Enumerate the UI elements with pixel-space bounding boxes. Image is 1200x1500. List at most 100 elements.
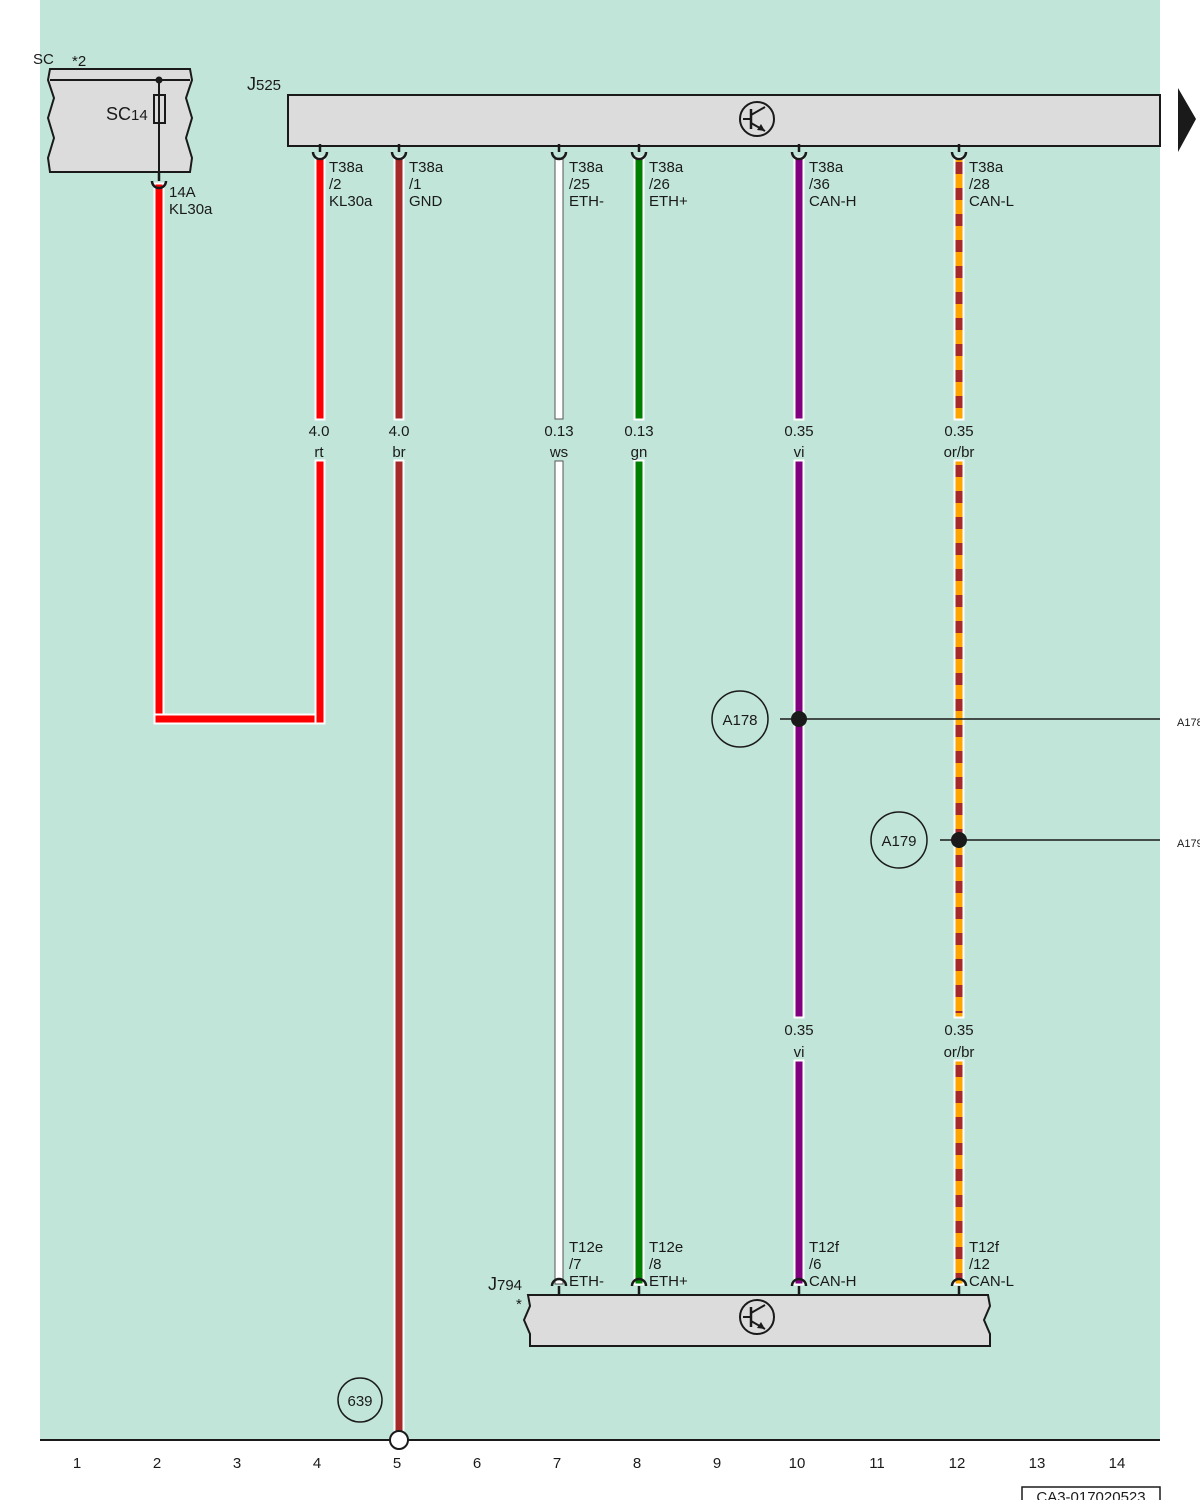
j794-label: J794 [488,1274,522,1294]
svg-text:T12e: T12e [569,1239,603,1256]
svg-text:4.0: 4.0 [309,423,330,440]
svg-text:0.13: 0.13 [544,423,573,440]
svg-text:/26: /26 [649,176,670,193]
svg-text:T38a: T38a [409,159,444,176]
j525-pin-4[interactable]: T38a /26 ETH+ [649,159,688,210]
document-id: CA3-017020523 [1036,1489,1145,1500]
wire-label-rt: 4.0 rt [309,423,330,461]
document-id-box: CA3-017020523 [1021,1486,1161,1500]
svg-text:4.0: 4.0 [389,423,410,440]
svg-text:ws: ws [549,444,568,461]
j525-pin-cup-2 [390,144,408,161]
j794-pin-3[interactable]: T12f /6 CAN-H [809,1239,857,1290]
j525-pin-cup-6 [950,144,968,161]
transistor-icon [739,1299,775,1335]
wire-label-orbr-lower: 0.35 or/br [944,1022,975,1061]
ground-point-639[interactable]: 639 [337,1377,383,1423]
svg-text:/7: /7 [569,1256,582,1273]
svg-text:T12f: T12f [969,1239,1000,1256]
svg-text:ETH-: ETH- [569,1273,604,1290]
j794-pin-cup-2 [630,1277,648,1294]
junction-a179-edge-label: A179 [1177,838,1200,850]
wire-label-br: 4.0br [389,423,410,461]
j525-pin-1[interactable]: T38a /2 KL30a [329,159,373,210]
fuse-box-name: SC [33,51,54,68]
grid-number: 4 [313,1455,321,1472]
svg-text:GND: GND [409,193,443,210]
svg-text:0.35: 0.35 [784,423,813,440]
grid-number: 8 [633,1455,641,1472]
fuse-box-sc[interactable]: SC *2 SC14 14A KL30a [33,51,213,218]
svg-text:or/br: or/br [944,1044,975,1061]
grid-number: 7 [553,1455,561,1472]
svg-text:T38a: T38a [969,159,1004,176]
svg-text:T38a: T38a [809,159,844,176]
j525-label: J525 [247,74,281,94]
junction-a179-label: A179 [881,833,916,850]
fuse-pin-name: KL30a [169,201,213,218]
fuse-pin-cup [150,173,168,190]
j525-pin-6[interactable]: T38a /28 CAN-L [969,159,1014,210]
svg-text:T38a: T38a [329,159,364,176]
j794-pin-2[interactable]: T12e /8 ETH+ [649,1239,688,1290]
fuse-box-note: *2 [72,53,86,70]
j794-pin-1[interactable]: T12e /7 ETH- [569,1239,604,1290]
svg-text:/12: /12 [969,1256,990,1273]
ground-point-label: 639 [347,1393,372,1410]
junction-a178-edge-label: A178 [1177,717,1200,729]
junction-a179[interactable]: A179 A179 [870,811,1200,869]
svg-text:ETH-: ETH- [569,193,604,210]
j525-pin-labels: T38a /2 KL30a T38a /1 GND T38a /25 ETH- … [329,159,1014,210]
continuation-arrow [1178,88,1196,152]
ground-terminal [389,1430,409,1450]
control-unit-j525[interactable]: J525 [247,74,1196,152]
transistor-icon [739,101,775,137]
j794-body [522,1294,992,1347]
grid-number: 12 [949,1455,966,1472]
j525-pin-cup-3 [550,144,568,161]
svg-text:KL30a: KL30a [329,193,373,210]
svg-text:0.35: 0.35 [784,1022,813,1039]
svg-text:CAN-L: CAN-L [969,193,1014,210]
grid-number: 9 [713,1455,721,1472]
control-unit-j794[interactable]: J794 * [488,1274,992,1347]
connector-pin-symbols [150,144,968,1294]
grid-number: 3 [233,1455,241,1472]
svg-text:rt: rt [314,444,324,461]
junction-a178-label: A178 [722,712,757,729]
wire-label-vi: 0.35 vi [784,423,813,461]
wire-label-ws: 0.13 ws [544,423,573,461]
svg-text:vi: vi [794,444,805,461]
svg-text:/25: /25 [569,176,590,193]
svg-text:T38a: T38a [649,159,684,176]
junction-a178[interactable]: A178 A178 [711,690,1200,748]
j525-pin-cup-5 [790,144,808,161]
grid-number: 11 [869,1455,885,1472]
wires-layer [153,156,965,1438]
svg-text:0.35: 0.35 [944,1022,973,1039]
grid-number: 5 [393,1455,401,1472]
fuse-symbol [153,94,166,124]
j525-pin-2[interactable]: T38a /1 GND [409,159,444,210]
grid-number: 13 [1029,1455,1046,1472]
fuse-pin-rating: 14A [169,184,196,201]
j525-pin-cup-1 [311,144,329,161]
svg-text:or/br: or/br [944,444,975,461]
svg-text:/6: /6 [809,1256,822,1273]
grid-number: 10 [789,1455,806,1472]
j794-pin-4[interactable]: T12f /12 CAN-L [969,1239,1014,1290]
j525-body [287,94,1161,147]
j525-pin-3[interactable]: T38a /25 ETH- [569,159,604,210]
j525-pin-5[interactable]: T38a /36 CAN-H [809,159,857,210]
fuse-label: SC14 [106,104,148,124]
j794-pin-cup-3 [790,1277,808,1294]
svg-text:/8: /8 [649,1256,662,1273]
j794-pin-cup-4 [950,1277,968,1294]
grid-number: 6 [473,1455,481,1472]
